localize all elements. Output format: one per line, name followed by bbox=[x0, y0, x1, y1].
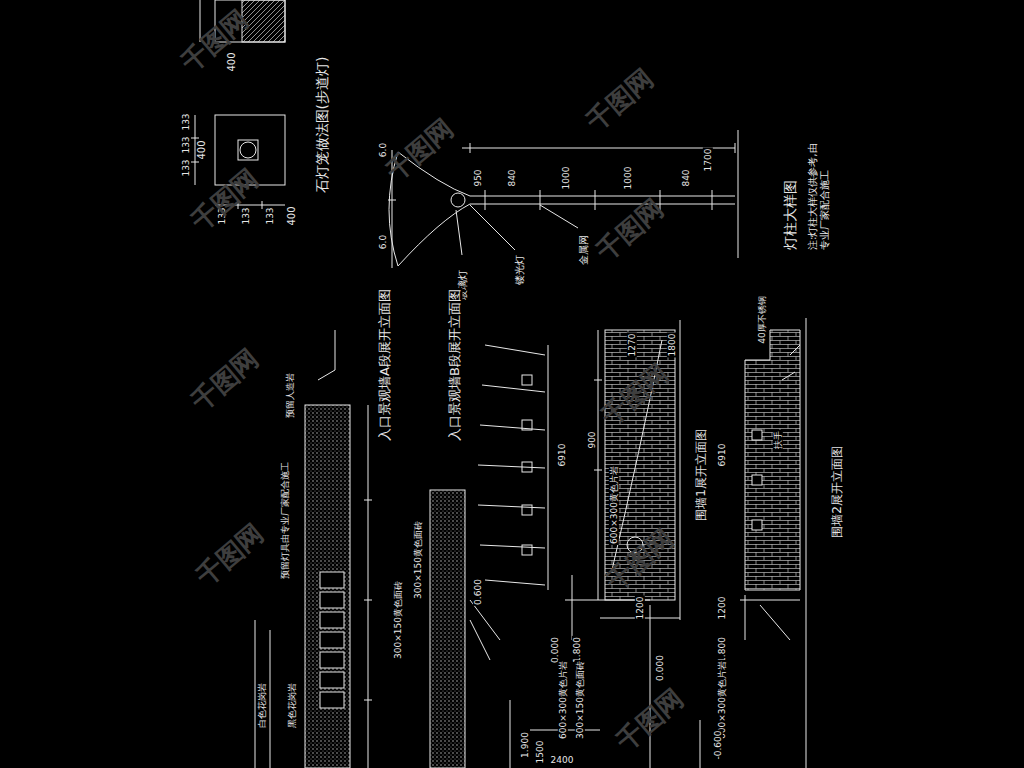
watermark: 千图网 bbox=[594, 357, 676, 434]
drawing-label: 600×300黄色片岩 bbox=[717, 660, 727, 740]
watermark: 千图网 bbox=[184, 162, 266, 239]
drawing-label: 2400 bbox=[550, 755, 575, 765]
watermark: 千图网 bbox=[609, 682, 691, 759]
drawing-label: 1800 bbox=[667, 333, 677, 358]
drawing-label: 1200 bbox=[635, 596, 645, 621]
drawing-label: 0.000 bbox=[655, 654, 665, 682]
drawing-label: 1500 bbox=[535, 740, 545, 765]
watermark: 千图网 bbox=[184, 342, 266, 419]
drawing-label: 白色花岗岩 bbox=[257, 682, 267, 729]
drawing-label: 6910 bbox=[717, 443, 727, 468]
drawing-label: 预留灯具由专业厂家配合施工 bbox=[280, 461, 290, 580]
drawing-label: 1000 bbox=[561, 166, 571, 191]
drawing-label: -0.600 bbox=[713, 729, 723, 760]
drawing-label: 133 bbox=[181, 112, 191, 131]
drawing-label: 300×150黄色面砖 bbox=[575, 660, 585, 740]
drawing-label: 6.0 bbox=[378, 234, 388, 250]
drawing-label: 840 bbox=[507, 168, 517, 187]
drawing-label: 133 bbox=[265, 206, 275, 225]
watermark: 千图网 bbox=[589, 192, 671, 269]
drawing-label: 1.900 bbox=[520, 731, 530, 759]
drawing-label: 133 bbox=[241, 206, 251, 225]
drawing-label: 围墙2展开立面图 bbox=[831, 445, 845, 539]
drawing-label: 1700 bbox=[703, 148, 713, 173]
watermark: 千图网 bbox=[579, 62, 661, 139]
drawing-label: 扶手 bbox=[773, 430, 783, 450]
drawing-label: 300×150黄色面砖 bbox=[413, 520, 423, 600]
drawing-label: 预留人造岩 bbox=[285, 372, 295, 419]
drawing-label: 40厚不锈钢 bbox=[757, 295, 767, 344]
drawing-label: 600×300黄色片岩 bbox=[558, 660, 568, 740]
drawing-label: 围墙1展开立面图 bbox=[695, 428, 709, 522]
drawing-label: 0.600 bbox=[473, 578, 483, 606]
drawing-label: 1000 bbox=[623, 166, 633, 191]
drawing-label: 133 bbox=[181, 135, 191, 154]
drawing-label: 900 bbox=[587, 430, 597, 449]
watermark: 千图网 bbox=[189, 517, 271, 594]
drawing-label: 600×300黄色片岩 bbox=[609, 465, 619, 545]
drawing-label: 镂光灯 bbox=[514, 254, 526, 286]
drawing-label: 注:灯柱大样仅供参考,由专业厂家配合施工 bbox=[807, 139, 830, 251]
watermark: 千图网 bbox=[174, 3, 256, 80]
drawing-label: 133 bbox=[181, 158, 191, 177]
drawing-label: 灯柱大样图 bbox=[782, 179, 798, 251]
drawing-label: 400 bbox=[286, 205, 298, 226]
drawing-label: 400 bbox=[226, 51, 238, 72]
drawing-label: 1270 bbox=[627, 333, 637, 358]
drawing-label: 1200 bbox=[717, 596, 727, 621]
drawing-label: 入口景观墙B段展开立面图 bbox=[448, 288, 463, 442]
drawing-label: 石灯笼做法图(步道灯) bbox=[314, 56, 330, 195]
drawing-label: 300×150黄色面砖 bbox=[393, 580, 403, 660]
watermark: 千图网 bbox=[379, 112, 461, 189]
drawing-label: 入口景观墙A段展开立面图 bbox=[378, 288, 393, 442]
drawing-label: 840 bbox=[681, 168, 691, 187]
drawing-label: 400 bbox=[196, 139, 208, 160]
drawing-label: 金属网 bbox=[578, 234, 590, 266]
drawing-label: 黑色花岗岩 bbox=[287, 682, 297, 729]
drawing-label: 950 bbox=[473, 168, 483, 187]
drawing-label: 6910 bbox=[557, 443, 567, 468]
